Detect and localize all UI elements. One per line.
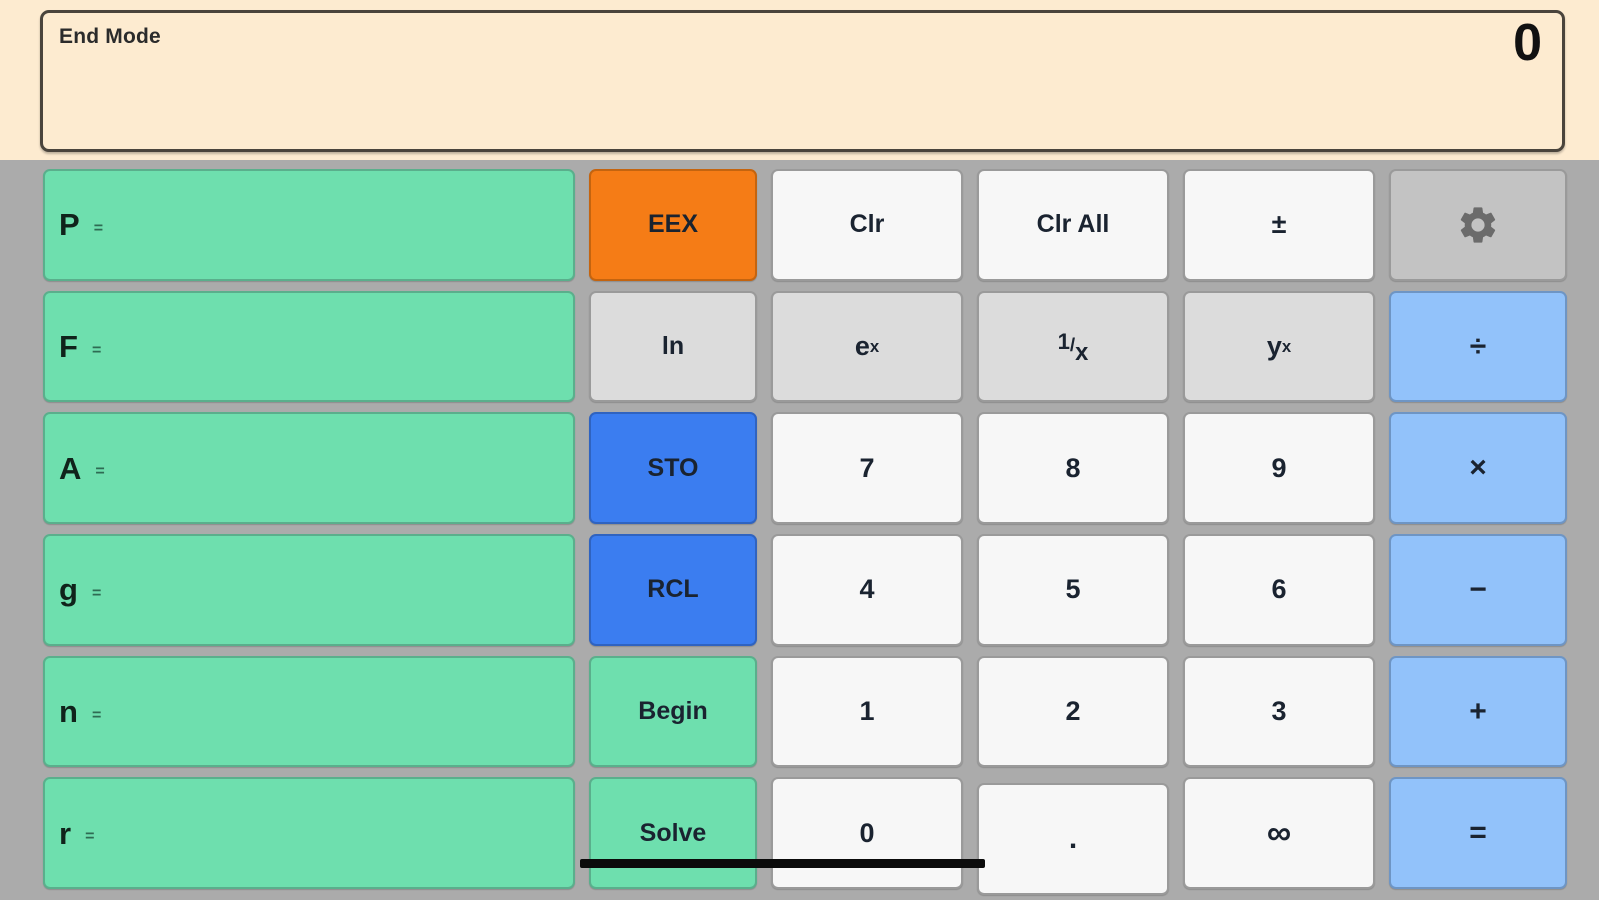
digit-1-button[interactable]: 1	[771, 655, 963, 768]
variable-equals-n: =	[91, 706, 102, 724]
digit-4-button[interactable]: 4	[771, 534, 963, 646]
variable-key-a[interactable]: A =	[43, 412, 575, 525]
variable-label-n: n	[59, 694, 78, 730]
variable-equals-f: =	[91, 341, 102, 359]
home-indicator-bar	[580, 859, 985, 868]
keypad-row-3: A = STO 7 8 9 ×	[36, 407, 1567, 529]
digit-9-button[interactable]: 9	[1183, 412, 1375, 525]
gear-icon	[1456, 203, 1500, 247]
reciprocal-button[interactable]: 1/x	[977, 290, 1169, 403]
reciprocal-numerator: 1	[1057, 328, 1070, 354]
reciprocal-slash: /	[1069, 334, 1076, 356]
digit-3-button[interactable]: 3	[1183, 655, 1375, 768]
display-value: 0	[1513, 14, 1542, 72]
display-area: End Mode 0	[0, 0, 1599, 160]
clear-all-button[interactable]: Clr All	[977, 169, 1169, 281]
infinity-button[interactable]: ∞	[1183, 777, 1375, 890]
multiply-button[interactable]: ×	[1389, 412, 1567, 525]
decimal-point-button[interactable]: .	[977, 783, 1169, 896]
recall-button[interactable]: RCL	[589, 534, 757, 646]
reciprocal-denominator: x	[1075, 338, 1089, 366]
variable-equals-a: =	[95, 463, 105, 481]
eex-button[interactable]: EEX	[589, 169, 757, 281]
variable-label-f: F	[59, 329, 78, 364]
variable-label-g: g	[59, 572, 78, 608]
subtract-button[interactable]: −	[1389, 534, 1567, 646]
variable-key-n[interactable]: n =	[43, 655, 575, 768]
digit-7-button[interactable]: 7	[771, 412, 963, 525]
variable-key-r[interactable]: r =	[43, 777, 575, 890]
digit-8-button[interactable]: 8	[977, 412, 1169, 525]
digit-2-button[interactable]: 2	[977, 655, 1169, 768]
y-base: y	[1266, 331, 1282, 361]
keypad-row-6: r = Solve 0 . ∞ =	[36, 772, 1567, 896]
variable-key-g[interactable]: g =	[43, 534, 575, 646]
variable-equals-g: =	[91, 584, 102, 602]
settings-button[interactable]	[1389, 169, 1567, 281]
e-base: e	[854, 331, 870, 361]
clear-button[interactable]: Clr	[771, 169, 963, 281]
plus-minus-button[interactable]: ±	[1183, 169, 1375, 281]
keypad-row-5: n = Begin 1 2 3 +	[36, 651, 1567, 773]
ln-button[interactable]: ln	[589, 290, 757, 403]
digit-6-button[interactable]: 6	[1183, 534, 1375, 646]
equals-button[interactable]: =	[1389, 777, 1567, 890]
keypad-row-1: P = EEX Clr Clr All ±	[36, 164, 1567, 286]
display-mode-label: End Mode	[59, 25, 161, 48]
begin-mode-button[interactable]: Begin	[589, 655, 757, 768]
keypad-row-4: g = RCL 4 5 6 −	[36, 529, 1567, 651]
variable-equals-p: =	[93, 219, 104, 237]
variable-label-r: r	[59, 815, 72, 851]
variable-key-p[interactable]: P =	[43, 169, 575, 281]
digit-5-button[interactable]: 5	[977, 534, 1169, 646]
solve-button[interactable]: Solve	[589, 777, 757, 890]
add-button[interactable]: +	[1389, 655, 1567, 768]
variable-label-p: P	[59, 207, 80, 243]
divide-button[interactable]: ÷	[1389, 290, 1567, 403]
variable-equals-r: =	[85, 828, 95, 846]
variable-key-f[interactable]: F =	[43, 290, 575, 403]
display-panel[interactable]: End Mode 0	[40, 10, 1565, 152]
variable-label-a: A	[59, 450, 82, 486]
store-button[interactable]: STO	[589, 412, 757, 525]
digit-0-button[interactable]: 0	[771, 777, 963, 890]
keypad: P = EEX Clr Clr All ± F =	[0, 160, 1599, 900]
